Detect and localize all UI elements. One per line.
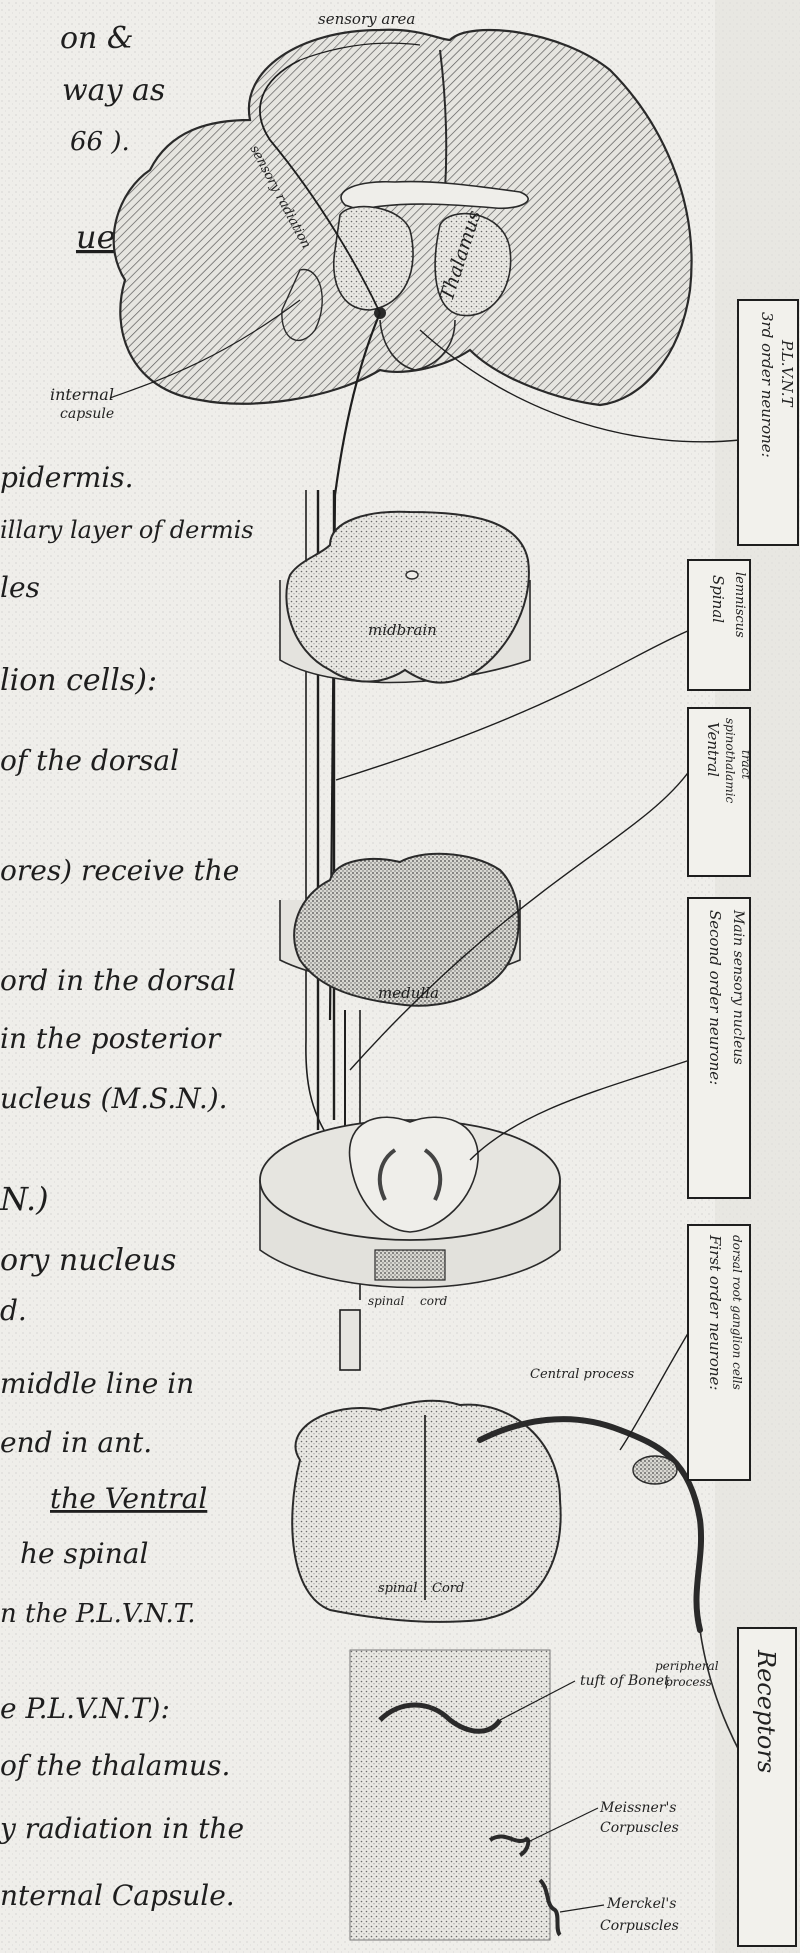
label-spinal-2: spinal <box>378 1581 417 1596</box>
note-line-20: he spinal <box>20 1537 148 1570</box>
note-line-24: y radiation in the <box>0 1812 244 1845</box>
label-box-spinal-lemniscus: Spinal lemniscus <box>688 560 750 690</box>
note-line-18: end in ant. <box>0 1426 152 1459</box>
note-line-15: ory nucleus <box>0 1243 176 1278</box>
note-line-10: ores) receive the <box>0 854 239 887</box>
label-box-second-order: Second order neurone: Main sensory nucle… <box>688 898 750 1198</box>
note-line-19: the Ventral <box>50 1482 207 1515</box>
note-line-9: of the dorsal <box>0 744 179 777</box>
label-internal-capsule-1: internal <box>50 385 114 404</box>
note-line-11: ord in the dorsal <box>0 964 236 997</box>
label-cord-2: Cord <box>432 1581 464 1596</box>
note-line-5: pidermis. <box>0 461 134 494</box>
receptors-label: Receptors <box>752 1649 780 1773</box>
note-line-21: n the P.L.V.N.T. <box>0 1599 196 1629</box>
second-order-line-1: Second order neurone: <box>706 910 724 1085</box>
note-line-3: 66 ). <box>70 127 130 157</box>
label-box-receptors: Receptors <box>738 1628 796 1946</box>
skin-section <box>350 1650 550 1940</box>
label-box-ventral-tract: Ventral spinothalamic tract <box>688 708 753 876</box>
label-meissners-2: Corpuscles <box>600 1820 679 1836</box>
third-order-line-1: 3rd order neurone: <box>758 312 776 458</box>
note-line-13: ucleus (M.S.N.). <box>0 1082 228 1115</box>
label-central-process: Central process <box>530 1367 635 1382</box>
label-merckels-2: Corpuscles <box>600 1918 679 1934</box>
note-line-17: middle line in <box>0 1367 194 1400</box>
note-line-22: e P.L.V.N.T): <box>0 1692 170 1725</box>
first-order-line-1: First order neurone: <box>706 1234 724 1390</box>
first-order-line-2: dorsal root ganglion cells <box>730 1235 744 1390</box>
ventral-tract-line-3: tract <box>739 750 753 779</box>
spinal-label-band <box>375 1250 445 1280</box>
label-merckels-1: Merckel's <box>606 1896 676 1912</box>
note-line-6: illary layer of dermis <box>0 516 254 544</box>
second-order-line-2: Main sensory nucleus <box>730 909 746 1065</box>
note-line-25: nternal Capsule. <box>0 1879 235 1912</box>
label-box-first-order: First order neurone: dorsal root ganglio… <box>688 1225 750 1480</box>
spinal-cord-cross-section <box>292 1401 560 1622</box>
dorsal-root-ganglion <box>633 1456 677 1484</box>
ventral-tract-line-2: spinothalamic <box>723 718 737 804</box>
label-sensory-area: sensory area <box>318 10 415 28</box>
label-meissners-1: Meissner's <box>599 1800 677 1816</box>
note-line-16: d. <box>0 1294 27 1327</box>
label-box-third-order: 3rd order neurone: P.L.V.N.T <box>738 300 798 545</box>
label-peripheral-process-2: process <box>665 1675 712 1689</box>
label-tuft-of-bonet: tuft of Bonet <box>580 1673 670 1689</box>
spinal-lemniscus-line-1: Spinal <box>709 575 727 623</box>
label-cord-1: cord <box>420 1294 448 1308</box>
note-line-23: of the thalamus. <box>0 1749 230 1782</box>
label-peripheral-process-1: peripheral <box>655 1659 719 1673</box>
note-line-4: ue <box>76 218 116 256</box>
note-line-8: lion cells): <box>0 663 157 698</box>
spinal-lemniscus-line-2: lemniscus <box>732 572 747 638</box>
label-spinal-1: spinal <box>368 1294 405 1308</box>
note-line-14: N.) <box>0 1180 49 1218</box>
ventral-tract-line-1: Ventral <box>704 722 722 777</box>
note-line-12: in the posterior <box>0 1022 222 1055</box>
note-line-1: on & <box>60 21 134 56</box>
spinal-cord-stump <box>340 1310 360 1370</box>
cerebral-aqueduct <box>406 571 418 579</box>
note-line-7: les <box>0 571 40 604</box>
note-line-2: way as <box>62 73 165 108</box>
label-internal-capsule-2: capsule <box>60 406 114 422</box>
label-midbrain: midbrain <box>368 621 437 639</box>
third-order-line-2: P.L.V.N.T <box>778 339 796 407</box>
